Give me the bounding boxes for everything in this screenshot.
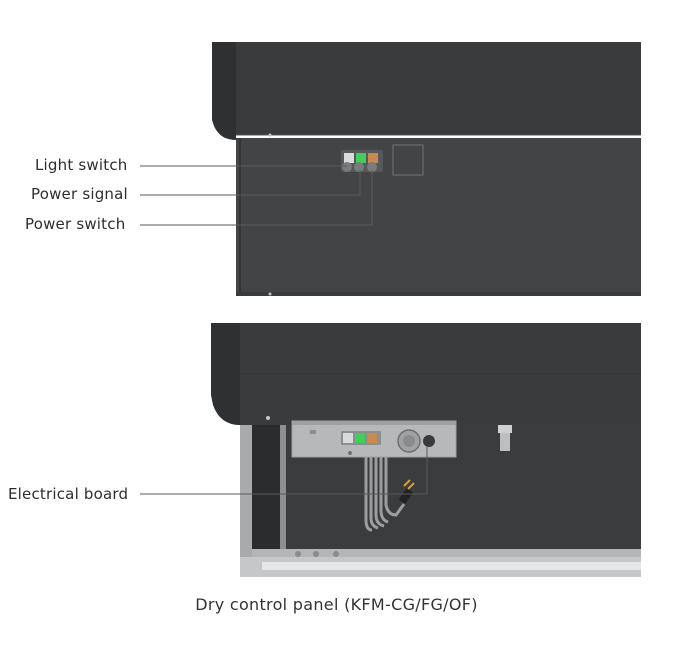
light-switch-icon — [344, 153, 354, 163]
power-switch-label: Power switch — [25, 215, 126, 233]
top-switch-block — [341, 150, 383, 172]
electrical-board — [291, 420, 457, 458]
figure-caption: Dry control panel (KFM-CG/FG/OF) — [195, 595, 478, 614]
cable-bundle — [364, 457, 406, 532]
top-cabinet-view — [212, 42, 641, 296]
light-switch-label: Light switch — [35, 156, 128, 174]
bottom-cabinet-view — [211, 323, 641, 577]
power-signal-icon — [356, 153, 366, 163]
top-leader-lines — [140, 165, 373, 226]
bottom-leader-line — [140, 446, 428, 495]
electrical-board-label: Electrical board — [8, 485, 129, 503]
power-signal-label: Power signal — [31, 185, 128, 203]
power-switch-icon — [368, 153, 378, 163]
blank-cover-plate — [392, 144, 424, 176]
